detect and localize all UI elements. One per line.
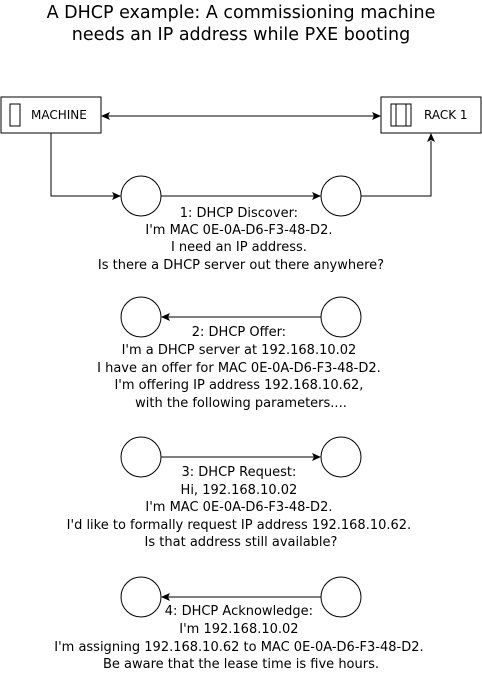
title-line-2: needs an IP address while PXE booting	[72, 25, 410, 45]
step-2-right-circle	[320, 296, 362, 338]
step-4-line-1: 4: DHCP Acknowledge:	[165, 604, 313, 619]
step-1-text: 1: DHCP Discover: I'm MAC 0E-0A-D6-F3-48…	[98, 206, 384, 273]
step-2-line-3: I have an offer for MAC 0E-0A-D6-F3-48-D…	[97, 361, 381, 376]
rack-label: RACK 1	[424, 108, 468, 122]
machine-rack-link	[101, 112, 381, 120]
step-4-right-circle	[320, 576, 362, 618]
step-3-line-5: Is that address still available?	[145, 535, 338, 550]
rack-node: RACK 1	[380, 96, 482, 134]
step-1-line-3: I need an IP address.	[171, 240, 307, 255]
step-4-left-circle	[120, 576, 162, 618]
step-3-line-4: I'd like to formally request IP address …	[67, 518, 412, 533]
rack-icon	[390, 103, 412, 127]
step-2-offer: 2: DHCP Offer: I'm a DHCP server at 192.…	[97, 296, 385, 411]
step-3-line-2: Hi, 192.168.10.02	[181, 483, 298, 498]
step-3-left-circle	[120, 436, 162, 478]
step-3-line-1: 3: DHCP Request:	[182, 465, 297, 480]
step-2-text: 2: DHCP Offer: I'm a DHCP server at 192.…	[97, 325, 385, 411]
step-2-line-5: with the following parameters....	[135, 396, 347, 411]
step-4-text: 4: DHCP Acknowledge: I'm 192.168.10.02 I…	[54, 604, 428, 672]
rack-connector	[361, 133, 435, 197]
step-1-line-4: Is there a DHCP server out there anywher…	[98, 258, 384, 273]
step-2-line-4: I'm offering IP address 192.168.10.62,	[114, 378, 363, 393]
step-1-discover: 1: DHCP Discover: I'm MAC 0E-0A-D6-F3-48…	[98, 175, 384, 273]
step-1-left-circle	[120, 175, 162, 217]
step-4-acknowledge: 4: DHCP Acknowledge: I'm 192.168.10.02 I…	[54, 576, 428, 672]
step-3-request: 3: DHCP Request: Hi, 192.168.10.02 I'm M…	[67, 436, 416, 550]
step-3-line-3: I'm MAC 0E-0A-D6-F3-48-D2.	[145, 500, 332, 515]
step-1-line-2: I'm MAC 0E-0A-D6-F3-48-D2.	[145, 223, 332, 238]
machine-connector	[50, 133, 121, 200]
step-3-text: 3: DHCP Request: Hi, 192.168.10.02 I'm M…	[67, 465, 416, 550]
machine-node: MACHINE	[0, 96, 102, 134]
step-2-left-circle	[120, 296, 162, 338]
step-2-line-1: 2: DHCP Offer:	[192, 325, 286, 340]
step-4-line-4: Be aware that the lease time is five hou…	[103, 657, 379, 672]
step-1-right-circle	[320, 175, 362, 217]
title-line-1: A DHCP example: A commissioning machine	[47, 3, 436, 23]
machine-label: MACHINE	[31, 108, 87, 122]
step-4-line-3: I'm assigning 192.168.10.62 to MAC 0E-0A…	[54, 640, 423, 655]
step-1-line-1: 1: DHCP Discover:	[180, 206, 298, 221]
step-3-right-circle	[320, 436, 362, 478]
machine-icon	[9, 103, 21, 127]
step-4-line-2: I'm 192.168.10.02	[179, 622, 298, 637]
step-2-line-2: I'm a DHCP server at 192.168.10.02	[122, 343, 357, 358]
